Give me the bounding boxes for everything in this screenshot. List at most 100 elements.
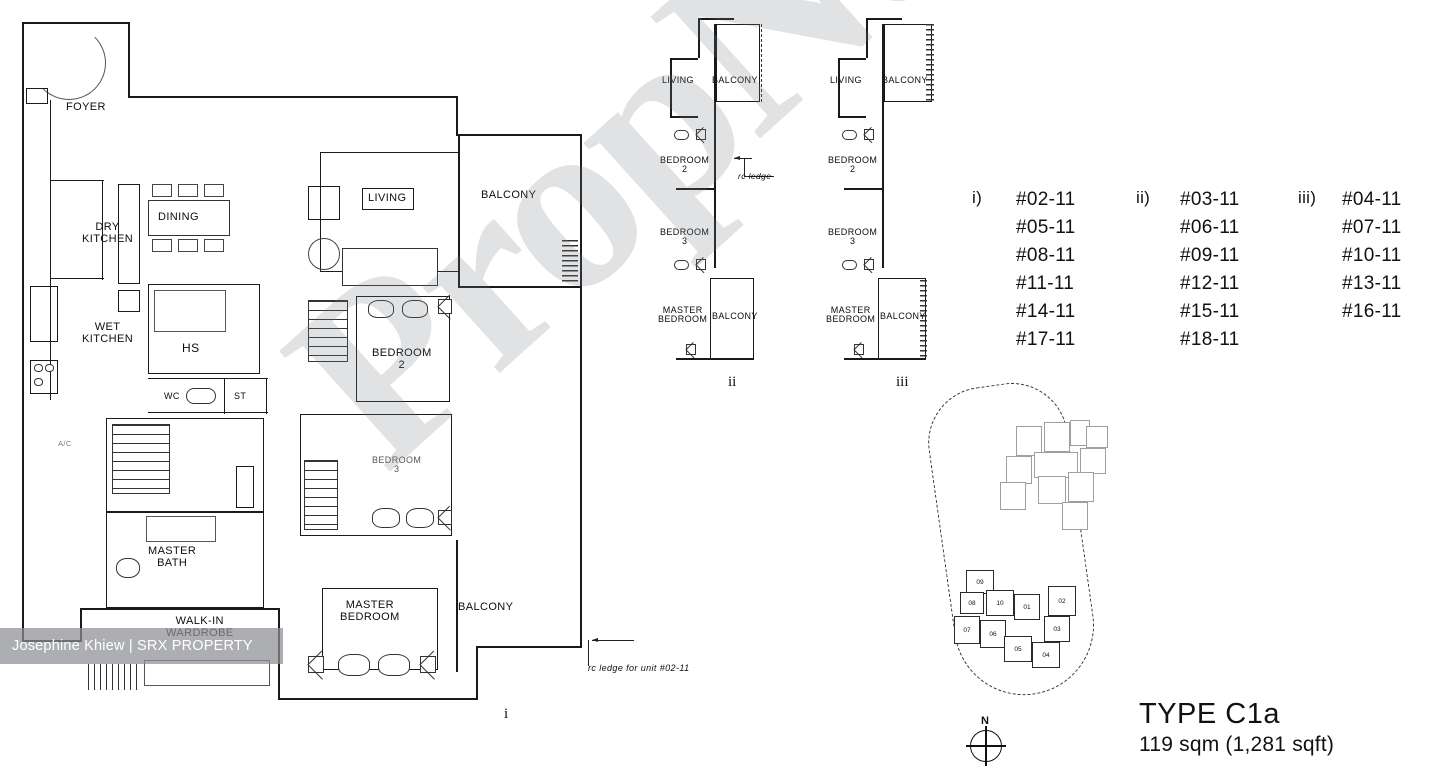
ii-basin <box>674 260 689 270</box>
wall <box>476 646 582 649</box>
wet-kitchen-counter <box>30 286 58 342</box>
master-bath <box>106 512 264 608</box>
wall <box>458 136 460 286</box>
room-label-iii-balcony-bottom: BALCONY <box>880 311 926 321</box>
key-plan-unit <box>1086 426 1108 448</box>
wall <box>676 188 714 190</box>
plan-caption-i: i <box>504 706 509 722</box>
key-plan-unit-label: 02 <box>1058 597 1066 605</box>
key-plan-unit-label: 08 <box>968 599 976 607</box>
unit-number: #05-11 <box>1016 216 1076 238</box>
sink <box>118 290 140 312</box>
bathtub <box>146 516 216 542</box>
wall <box>458 286 582 288</box>
key-plan-unit <box>1016 426 1042 456</box>
unit-list-iii: iii) #04-11 #07-11 #10-11 #13-11 #16-11 <box>1298 186 1402 326</box>
hs-inner <box>154 290 226 332</box>
living-label-box <box>362 188 414 210</box>
key-plan-unit-label: 03 <box>1053 625 1061 633</box>
unit-list-i: i) #02-11 #05-11 #08-11 #11-11 #14-11 #1… <box>972 186 1076 354</box>
pillow <box>378 654 410 676</box>
dining-chair <box>204 239 224 252</box>
ii-rc-ledge-line <box>744 176 774 177</box>
central-hall <box>106 418 264 512</box>
room-label-iii-bedroom-3: BEDROOM 3 <box>828 227 878 247</box>
unit-number: #13-11 <box>1342 272 1402 294</box>
bedroom-2 <box>356 296 450 402</box>
wall <box>698 18 734 20</box>
dining-chair <box>178 184 198 197</box>
unit-number: #15-11 <box>1180 300 1240 322</box>
rc-ledge-arrow <box>592 637 634 642</box>
room-label-balcony-lower: BALCONY <box>458 601 514 613</box>
room-label-bedroom-2: BEDROOM 2 <box>372 347 432 371</box>
wall <box>22 22 130 25</box>
sofa <box>342 248 438 286</box>
room-label-master-bedroom: MASTER BEDROOM <box>340 599 400 623</box>
round-table <box>308 238 340 270</box>
household-shelter <box>148 284 260 374</box>
unit-list-ii-roman: ii) <box>1136 188 1151 207</box>
unit-number: #14-11 <box>1016 300 1076 322</box>
key-plan-unit-06: 06 <box>980 620 1006 648</box>
key-plan-unit <box>1000 482 1026 510</box>
room-label-ii-bedroom-2: BEDROOM 2 <box>660 155 710 175</box>
agent-watermark-text: Josephine Khiew | SRX PROPERTY <box>12 638 253 654</box>
pillow <box>338 654 370 676</box>
type-title: TYPE C1a <box>1139 698 1280 730</box>
stove <box>30 360 58 394</box>
wall <box>456 96 459 136</box>
wall <box>148 412 268 414</box>
wall <box>456 134 582 137</box>
balcony-ii-dashed-edge <box>736 24 762 102</box>
room-label-st: ST <box>234 391 247 401</box>
wall <box>580 134 583 646</box>
room-label-hs: HS <box>182 341 200 355</box>
key-plan-unit-10: 10 <box>986 590 1014 616</box>
balcony-iii-bottom-rail <box>920 280 927 358</box>
balcony-ii-top <box>716 24 760 102</box>
wall <box>50 100 52 400</box>
key-plan-unit-label: 01 <box>1023 603 1031 611</box>
unit-number: #06-11 <box>1180 216 1240 238</box>
ii-basin <box>674 130 689 140</box>
unit-number: #02-11 <box>1016 189 1076 210</box>
unit-number: #12-11 <box>1180 272 1240 294</box>
wall <box>128 22 131 98</box>
unit-list-ii: ii) #03-11 #06-11 #09-11 #12-11 #15-11 #… <box>1136 186 1240 354</box>
ii-rc-ledge-arrow <box>734 155 752 160</box>
wall <box>838 116 866 118</box>
dining-chair <box>152 184 172 197</box>
stove-burner <box>34 364 43 372</box>
key-plan-unit-label: 04 <box>1042 651 1050 659</box>
room-label-dry-kitchen: DRY KITCHEN <box>82 221 134 245</box>
wall <box>844 188 882 190</box>
balcony-iii-top <box>884 24 932 102</box>
wall <box>844 358 926 360</box>
wall <box>670 58 672 118</box>
wall <box>866 18 902 20</box>
unit-number: #17-11 <box>1016 328 1076 350</box>
bedroom-3 <box>300 414 452 536</box>
balcony-iii-rail-hatch <box>926 24 934 102</box>
stove-burner <box>34 378 43 386</box>
foyer-door-swing <box>32 26 106 100</box>
wall <box>266 378 268 414</box>
wall <box>148 378 268 380</box>
unit-list-iii-roman: iii) <box>1298 188 1317 207</box>
vanity <box>236 466 254 508</box>
compass-horizontal-line <box>966 745 1006 747</box>
room-label-ii-balcony-bottom: BALCONY <box>712 311 758 321</box>
wall <box>102 180 104 280</box>
key-plan-unit <box>1062 502 1088 530</box>
wall <box>698 18 700 58</box>
wall <box>676 358 754 360</box>
wall <box>714 132 716 268</box>
aircon-unit-icon <box>420 656 436 673</box>
room-label-ii-balcony-top: BALCONY <box>712 75 758 85</box>
unit-number: #16-11 <box>1342 300 1402 322</box>
aircon-unit-icon <box>864 129 874 140</box>
room-label-iii-bedroom-2: BEDROOM 2 <box>828 155 878 175</box>
toilet <box>116 558 140 578</box>
main-floor-plan: FOYER DRY KITCHEN DINING WET KITCHEN HS <box>0 0 689 740</box>
